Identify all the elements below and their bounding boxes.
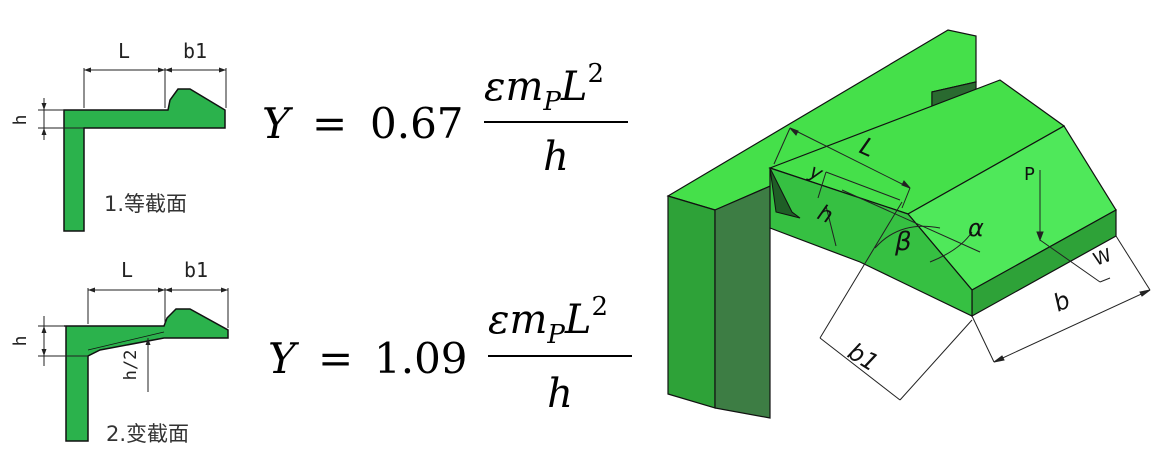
iso-label-beta: β bbox=[894, 227, 912, 257]
section-1-shape bbox=[63, 88, 226, 232]
formula-2-numerator: εmPL2 bbox=[488, 292, 608, 350]
iso-label-P: P bbox=[1024, 164, 1035, 185]
section-2-caption: 2.变截面 bbox=[106, 422, 189, 446]
back-plate-front bbox=[667, 195, 716, 409]
ledge-groove bbox=[769, 167, 801, 219]
section-1-caption: 1.等截面 bbox=[104, 192, 187, 216]
formula-1-lhs: Y bbox=[262, 99, 294, 148]
formula-2-equals: = bbox=[318, 334, 353, 383]
isometric-drawing: L y h β α P W b1 b bbox=[666, 29, 1151, 419]
section-1-dim-L: L bbox=[118, 39, 130, 63]
section-2-dim-h: h bbox=[10, 336, 31, 347]
formula-1: Y = 0.67 εmPL2 h bbox=[262, 59, 628, 180]
iso-label-W: W bbox=[1091, 245, 1115, 271]
section-2-dim-h-half: h/2 bbox=[121, 350, 141, 381]
formula-2: Y = 1.09 εmPL2 h bbox=[268, 292, 632, 417]
section-2-profile: L b1 h h/2 2.变截面 bbox=[10, 258, 229, 446]
formula-2-coefficient: 1.09 bbox=[374, 334, 468, 383]
section-2-dim-L: L bbox=[121, 258, 133, 282]
iso-label-b1: b1 bbox=[843, 337, 884, 377]
formula-2-denominator: h bbox=[547, 371, 573, 417]
section-2-dim-b1: b1 bbox=[184, 258, 208, 282]
section-1-dim-b1: b1 bbox=[183, 39, 207, 63]
isometric-panel: L y h β α P W b1 b bbox=[660, 0, 1154, 471]
section-2-shape bbox=[64, 308, 229, 442]
formula-1-numerator: εmPL2 bbox=[484, 59, 604, 117]
cross-section-panel: L b1 h 1.等截面 Y = 0.67 εmPL2 h L b1 bbox=[10, 39, 632, 446]
formula-2-lhs: Y bbox=[268, 334, 300, 383]
formula-1-denominator: h bbox=[543, 134, 569, 180]
iso-label-alpha: α bbox=[968, 214, 984, 242]
cross-section-drawing: L b1 h 1.等截面 Y = 0.67 εmPL2 h L b1 bbox=[10, 39, 632, 446]
formula-1-equals: = bbox=[312, 99, 347, 148]
iso-label-b: b bbox=[1049, 286, 1074, 318]
iso-dimension-lines bbox=[773, 127, 1151, 401]
formula-1-coefficient: 0.67 bbox=[370, 99, 464, 148]
section-1-dim-h: h bbox=[10, 115, 31, 126]
section-1-profile: L b1 h 1.等截面 bbox=[10, 39, 227, 232]
